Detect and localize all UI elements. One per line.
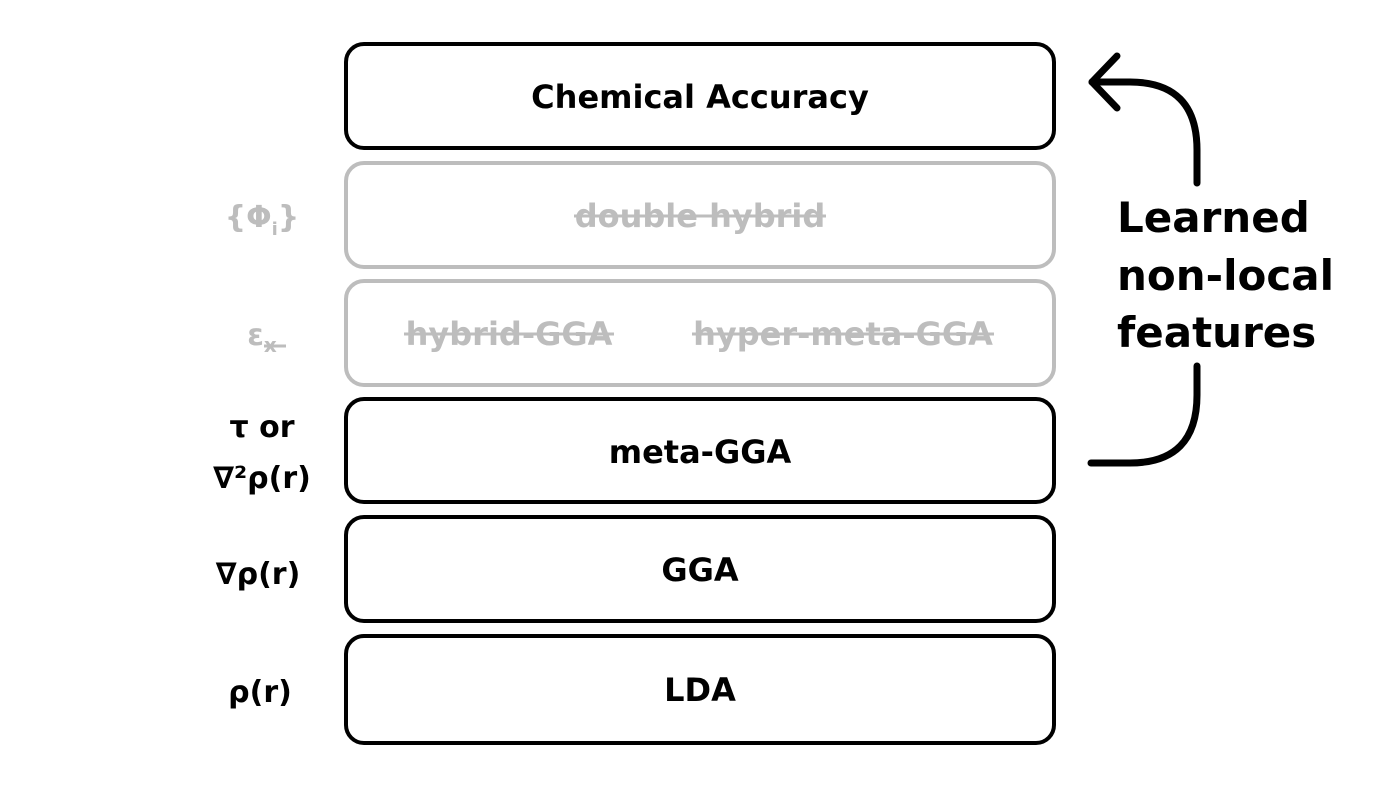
rung-gga: GGA — [344, 515, 1056, 623]
ingredient-exact-exchange: εx — [247, 318, 277, 357]
rung-label: Chemical Accuracy — [531, 78, 869, 116]
rung-double-hybrid: double hybrid — [344, 161, 1056, 269]
rung-hybrid: hybrid-GGA hyper-meta-GGA — [344, 279, 1056, 387]
ingredient-laplacian: ∇²ρ(r) — [213, 461, 311, 496]
ingredient-tau: τ or — [230, 410, 295, 445]
ingredient-density: ρ(r) — [228, 675, 292, 710]
rung-label: meta-GGA — [609, 433, 792, 471]
rung-lda: LDA — [344, 634, 1056, 745]
ingredient-gradient: ∇ρ(r) — [216, 557, 301, 592]
ingredient-orbitals: {Φi} — [225, 200, 299, 240]
rung-meta-gga: meta-GGA — [344, 397, 1056, 504]
svg-text:Learned: Learned — [1117, 193, 1310, 242]
rung-label: GGA — [661, 551, 739, 589]
svg-text:non-local: non-local — [1117, 251, 1334, 300]
annotation-learned-features: Learned non-local features — [1117, 193, 1334, 357]
rung-label: LDA — [664, 671, 736, 709]
svg-text:features: features — [1117, 308, 1316, 357]
curved-arrow-icon — [1087, 52, 1201, 467]
rung-chemical-accuracy: Chemical Accuracy — [344, 42, 1056, 150]
